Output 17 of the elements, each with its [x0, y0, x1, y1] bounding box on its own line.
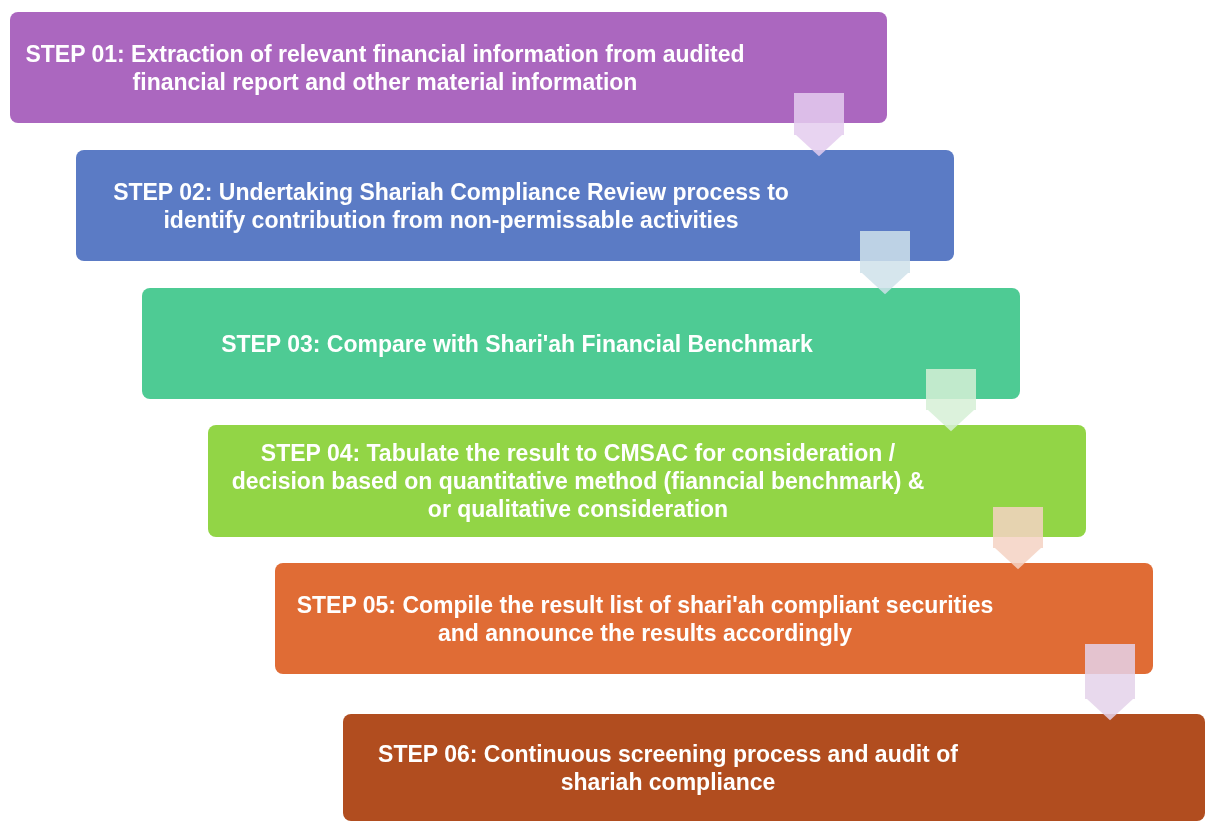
down-arrow [1085, 644, 1135, 721]
step-text: STEP 06: Continuous screening process and audit of shariah compliance [377, 739, 959, 796]
down-arrow [993, 507, 1043, 570]
step-box [76, 150, 954, 261]
step-box [343, 714, 1205, 821]
step-text: STEP 01: Extraction of relevant financial information from audited financial report and other material information [25, 39, 745, 96]
step-text: STEP 04: Tabulate the result to CMSAC for consideration / decision based on quantitative method (fianncial benchmark) & or qualitative consideration [230, 439, 926, 523]
down-arrow [860, 231, 910, 295]
step-text: STEP 05: Compile the result list of shari'ah compliant securities and announce the results accordingly [295, 590, 995, 647]
down-arrow [926, 369, 976, 432]
down-arrow [794, 93, 844, 157]
step-box [275, 563, 1153, 674]
step-text: STEP 02: Undertaking Shariah Compliance Review process to identify contribution from non-permissable activities [112, 177, 790, 234]
step-text: STEP 03: Compare with Shari'ah Financial Benchmark [220, 329, 814, 358]
step-box [142, 288, 1020, 399]
step-box [208, 425, 1086, 537]
step-box [10, 12, 887, 123]
